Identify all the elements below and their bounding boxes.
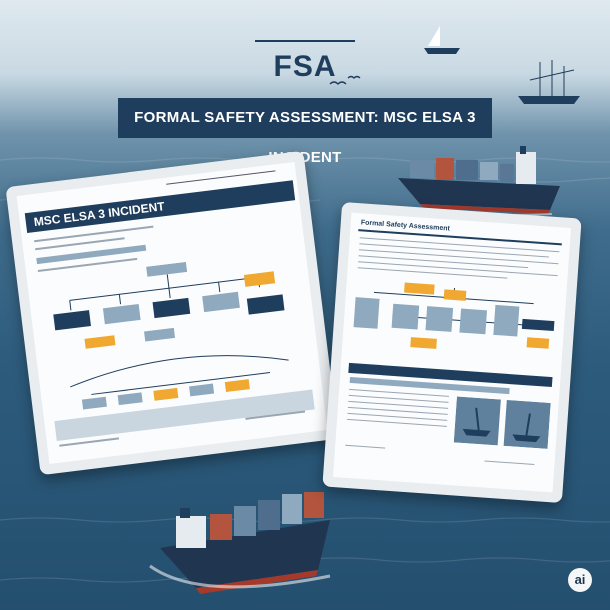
birds-icon xyxy=(329,75,361,85)
process-diagram xyxy=(353,282,555,349)
right-document: Formal Safety Assessment xyxy=(322,201,582,504)
tall-ship-icon xyxy=(529,60,575,96)
page-title: FORMAL SAFETY ASSESSMENT: MSC ELSA 3 INC… xyxy=(118,98,492,166)
logo-text: FSA xyxy=(273,50,337,83)
flowchart-diagram xyxy=(53,261,315,442)
container-ship-bottom-icon xyxy=(149,492,331,594)
header-rule xyxy=(166,170,276,185)
fsa-logo: FSA xyxy=(255,40,355,90)
left-document-page: MSC ELSA 3 INCIDENT xyxy=(16,161,328,465)
sailboat-icon xyxy=(424,26,460,54)
text-line xyxy=(358,255,529,269)
title-rule xyxy=(358,229,562,246)
right-document-page: Formal Safety Assessment xyxy=(333,212,571,493)
logo-top-rule xyxy=(255,40,355,42)
left-document: MSC ELSA 3 INCIDENT xyxy=(5,150,339,476)
container-ship-top-icon xyxy=(397,146,560,217)
vessel-photos xyxy=(453,396,551,449)
left-document-title: MSC ELSA 3 INCIDENT xyxy=(24,180,296,234)
footer-line xyxy=(345,444,386,449)
tall-ship-hull xyxy=(518,96,580,104)
signature-line xyxy=(484,460,535,466)
text-line xyxy=(357,267,508,279)
text-line xyxy=(347,418,447,427)
ai-badge: ai xyxy=(568,568,592,592)
